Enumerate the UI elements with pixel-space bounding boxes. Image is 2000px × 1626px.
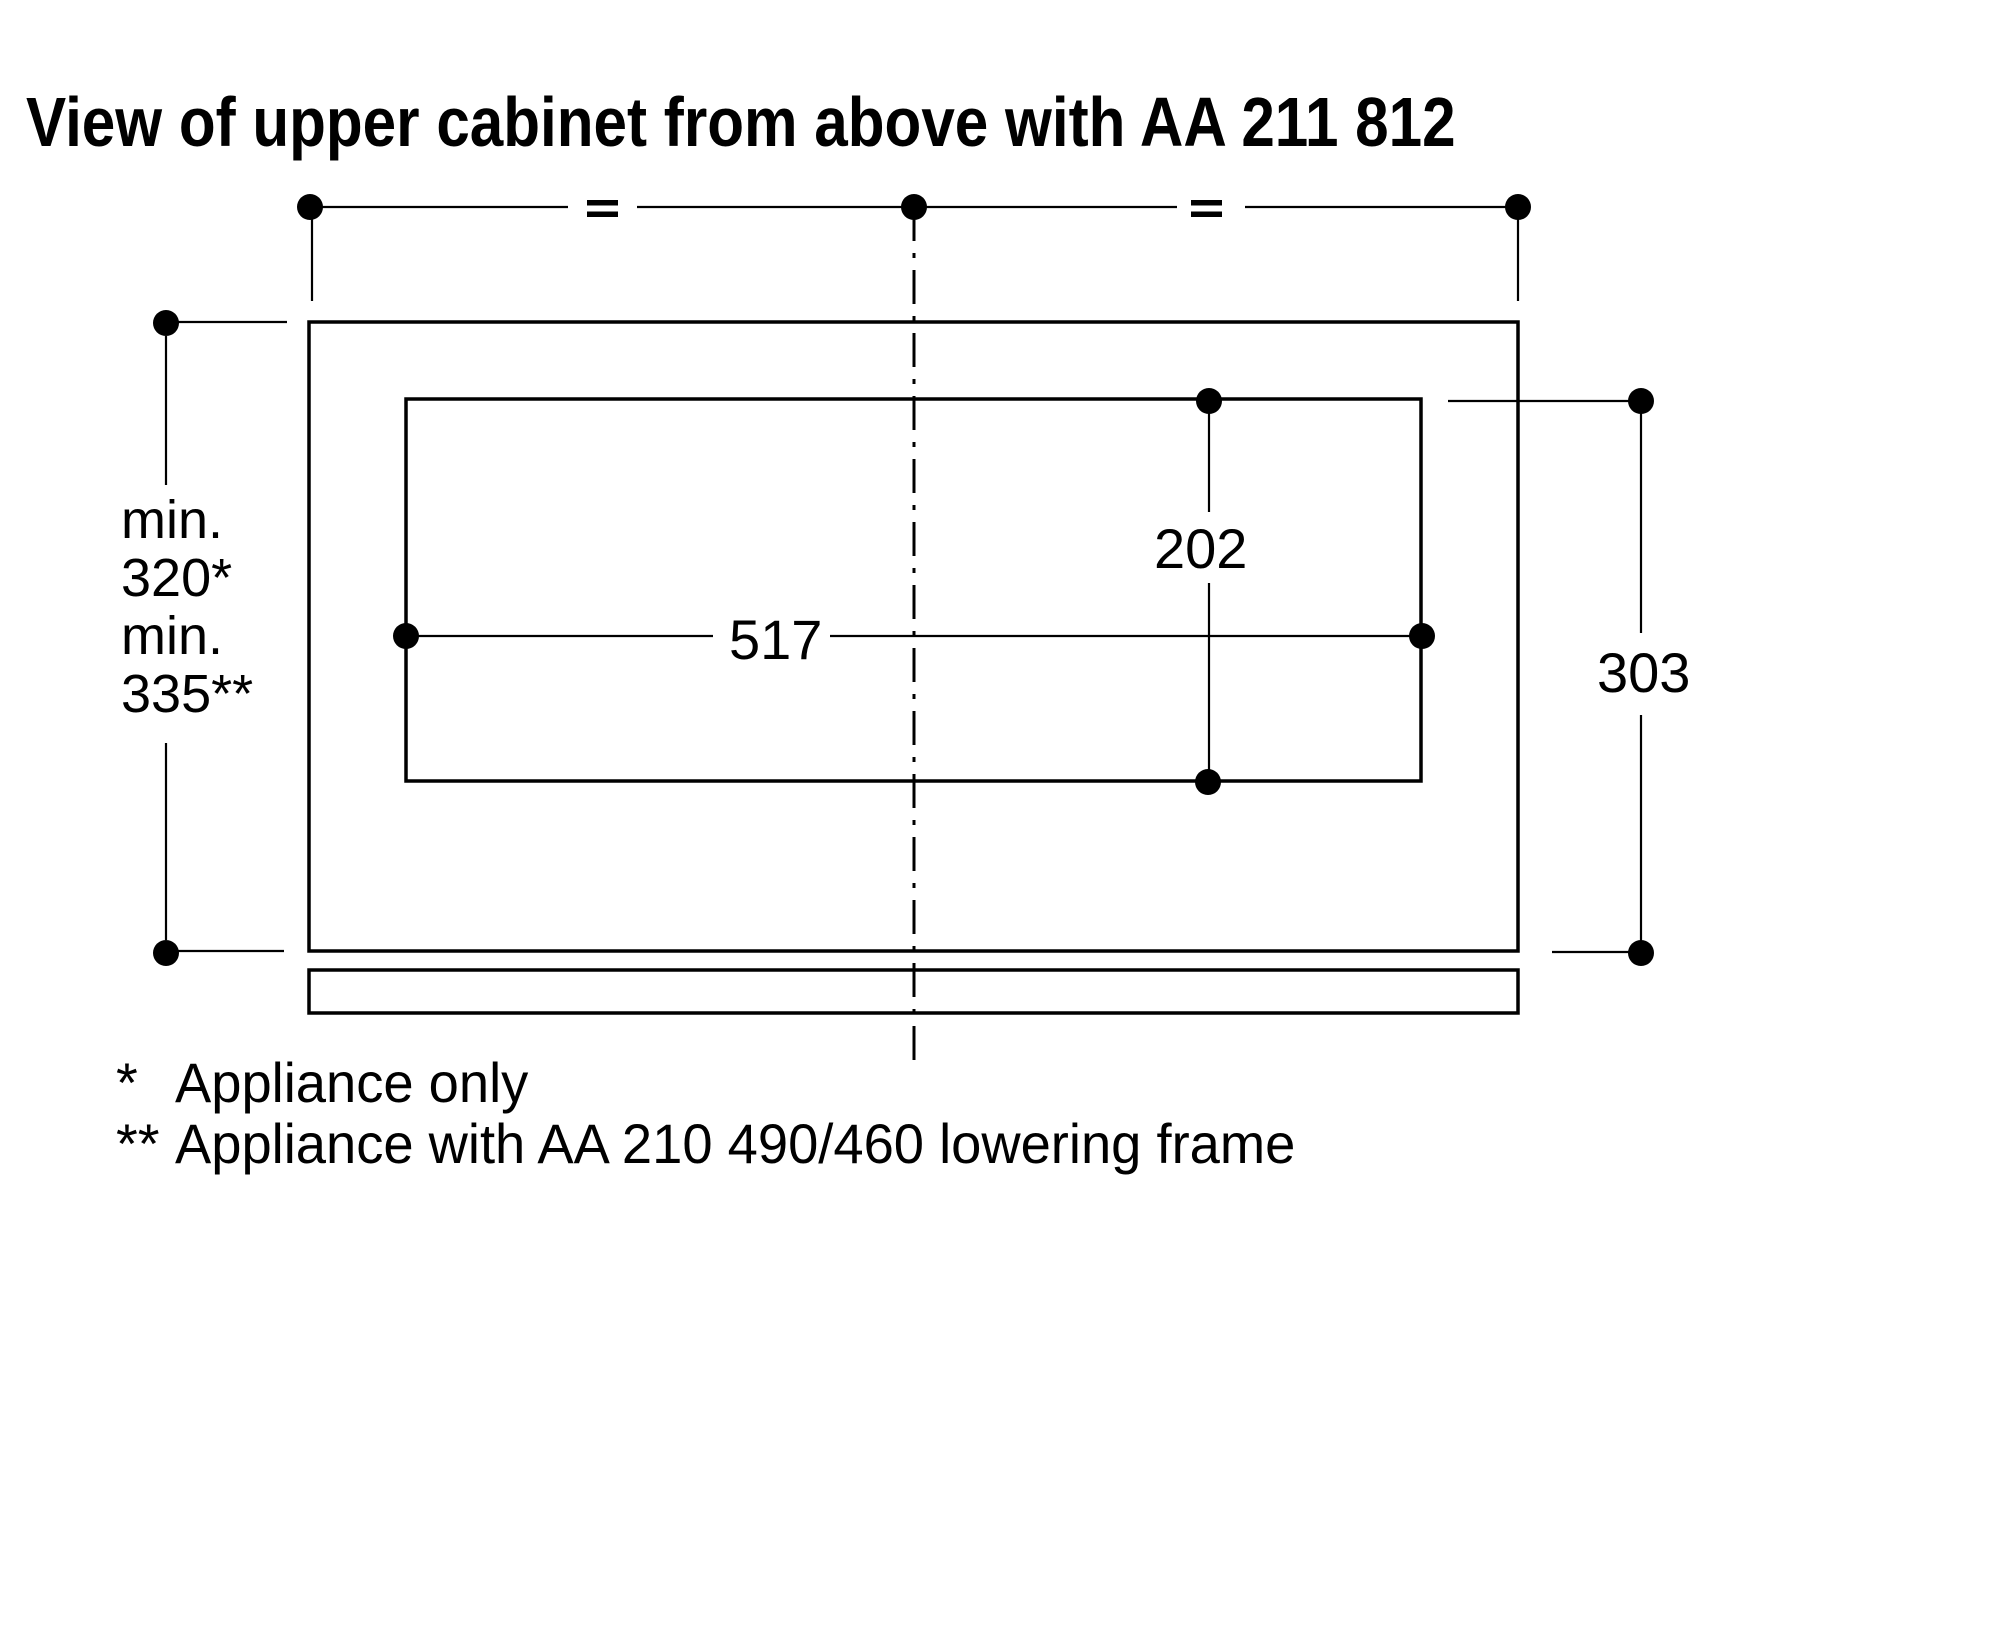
dimension-dots — [153, 194, 1654, 966]
min-depth-line1: min. — [121, 490, 224, 550]
dim-dot-left-upper — [153, 310, 179, 336]
width-dim-label: 517 — [729, 608, 823, 671]
equals-bar — [587, 200, 618, 206]
dim-dot-top-right — [1505, 194, 1531, 220]
min-depth-label: min. 320* min. 335** — [121, 491, 253, 723]
footnote-2-marker: ** — [116, 1112, 160, 1175]
dim-dot-202-top — [1196, 388, 1222, 414]
footnote-1-text: Appliance only — [175, 1051, 529, 1114]
min-depth-line2: 320* — [121, 548, 233, 608]
equals-bar — [1191, 211, 1222, 217]
page-title: View of upper cabinet from above with AA… — [26, 83, 1456, 161]
dim-dot-left-lower — [153, 940, 179, 966]
dim-dot-517-left — [393, 623, 419, 649]
dim-dot-303-top — [1628, 388, 1654, 414]
depth-dim-label: 303 — [1597, 641, 1691, 704]
dim-dot-517-right — [1409, 623, 1435, 649]
dim-dot-top-left — [297, 194, 323, 220]
min-depth-line4: 335** — [121, 664, 254, 724]
min-depth-line3: min. — [121, 606, 224, 666]
equals-bar — [587, 211, 618, 217]
dim-dot-303-bottom — [1628, 940, 1654, 966]
equals-icon-right — [1191, 200, 1222, 217]
equals-icon-left — [587, 200, 618, 217]
footnote-2-text: Appliance with AA 210 490/460 lowering f… — [175, 1112, 1296, 1175]
equals-bar — [1191, 200, 1222, 206]
rear-dim-label: 202 — [1154, 517, 1248, 580]
dim-dot-top-center — [901, 194, 927, 220]
dim-dot-202-bottom — [1195, 769, 1221, 795]
footnote-1-marker: * — [116, 1051, 138, 1114]
